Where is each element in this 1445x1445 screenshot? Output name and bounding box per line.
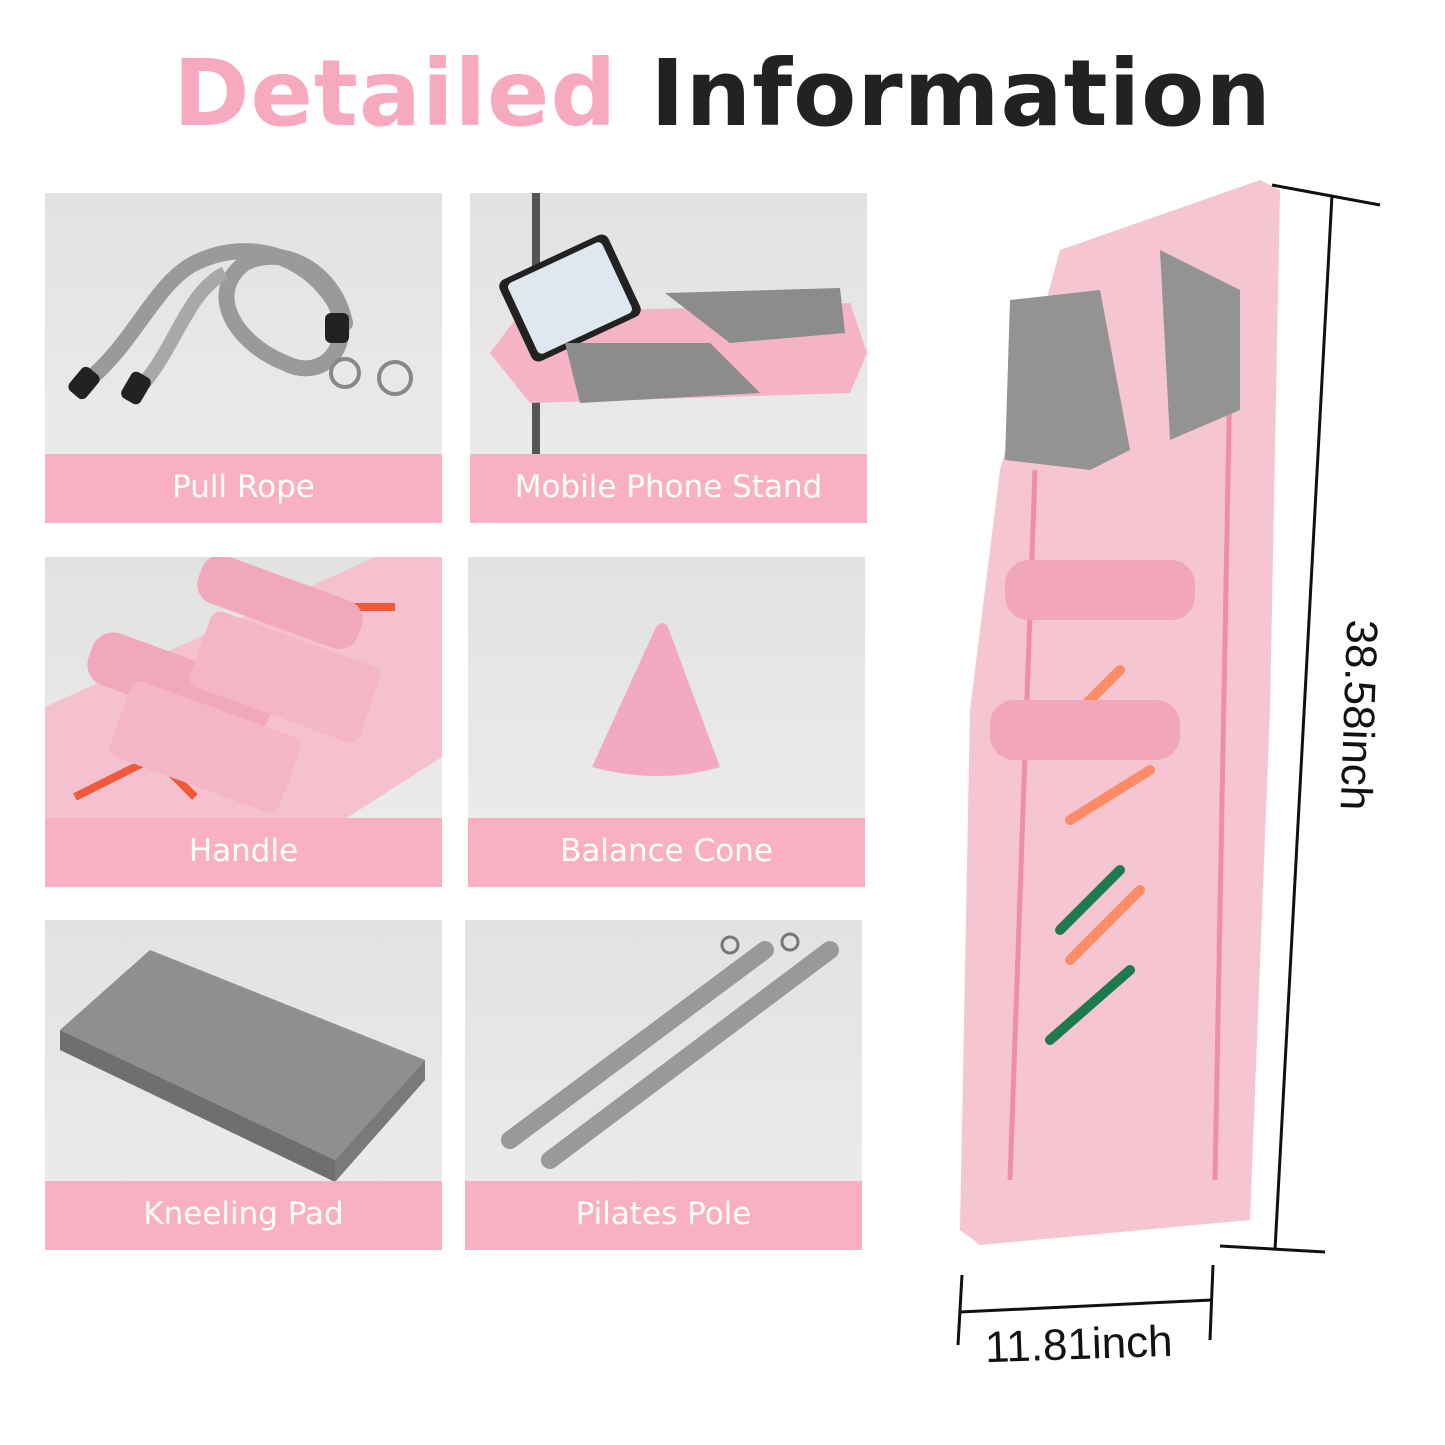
accessory-pilates-pole: Pilates Pole xyxy=(465,920,862,1250)
accessory-label: Mobile Phone Stand xyxy=(470,454,867,523)
kneeling-pad-icon xyxy=(60,950,425,1182)
accessory-label: Kneeling Pad xyxy=(45,1181,442,1250)
accessory-kneeling-pad: Kneeling Pad xyxy=(45,920,442,1250)
handle-icon xyxy=(45,557,442,819)
phone-stand-icon xyxy=(490,193,867,455)
cone-icon xyxy=(592,623,720,776)
accessory-handle: Handle xyxy=(45,557,442,887)
title-rest: Information xyxy=(650,40,1272,147)
accessory-label: Pull Rope xyxy=(45,454,442,523)
accessory-label: Balance Cone xyxy=(468,818,865,887)
accessory-balance-cone: Balance Cone xyxy=(468,557,865,887)
title-highlight: Detailed xyxy=(173,40,618,147)
accessory-pull-rope: Pull Rope xyxy=(45,193,442,523)
pilates-pole-icon xyxy=(501,932,839,1169)
pull-rope-icon xyxy=(68,243,413,405)
width-dimension: 11.81inch xyxy=(984,1316,1174,1373)
pilates-board-icon xyxy=(960,180,1280,1245)
accessory-phone-stand: Mobile Phone Stand xyxy=(470,193,867,523)
length-dimension: 38.58inch xyxy=(1330,618,1387,812)
page-title: Detailed Information xyxy=(0,40,1445,147)
accessory-label: Handle xyxy=(45,818,442,887)
accessory-label: Pilates Pole xyxy=(465,1181,862,1250)
